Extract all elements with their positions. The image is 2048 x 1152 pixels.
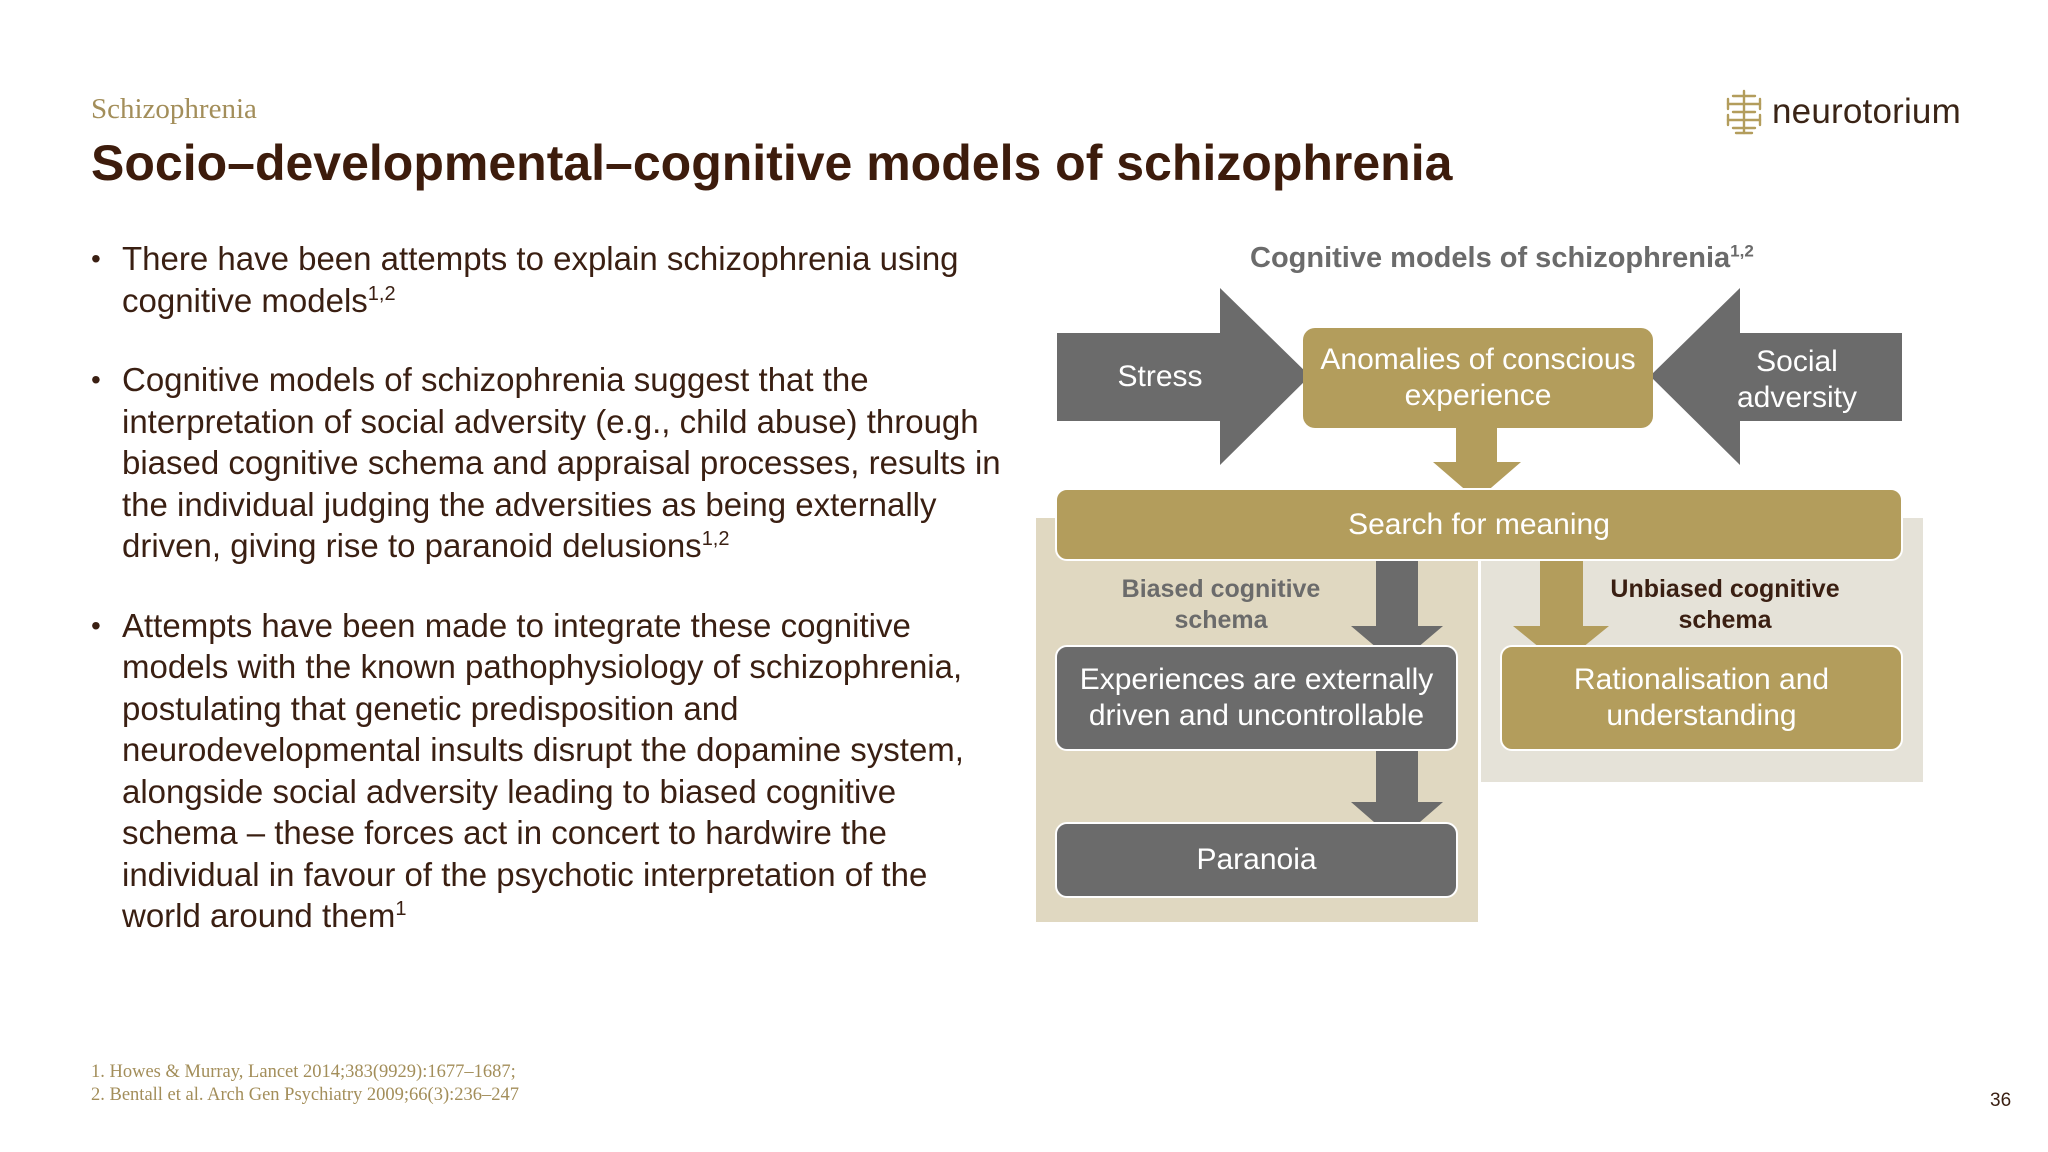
bullet-item: Attempts have been made to integrate the…	[91, 605, 1011, 937]
references: 1. Howes & Murray, Lancet 2014;383(9929)…	[91, 1061, 519, 1107]
search-for-meaning-label: Search for meaning	[1348, 507, 1610, 541]
bullet-text: Attempts have been made to integrate the…	[122, 606, 964, 935]
rationalisation-label: Rationalisation and understanding	[1573, 663, 1830, 732]
logo-wordmark: neurotorium	[1772, 92, 1961, 131]
bullet-citation: 1,2	[367, 282, 396, 305]
paranoia-down-arrow	[1351, 751, 1443, 842]
unbiased-schema-label: Unbiased cognitive schema	[1610, 575, 1840, 634]
diagram-title: Cognitive models of schizophrenia1,2	[1250, 242, 1754, 275]
unbiased-down-arrow	[1513, 561, 1609, 665]
anomalies-box: Anomalies of conscious experience	[1303, 328, 1653, 428]
reference-item: 1. Howes & Murray, Lancet 2014;383(9929)…	[91, 1062, 516, 1082]
page-title: Socio–developmental–cognitive models of …	[91, 135, 1453, 191]
search-for-meaning-box: Search for meaning	[1055, 488, 1903, 561]
page-number: 36	[1990, 1090, 2012, 1111]
bullet-text: Cognitive models of schizophrenia sugges…	[122, 361, 1001, 564]
anomalies-down-arrow	[1433, 428, 1521, 500]
bullet-item: There have been attempts to explain schi…	[91, 238, 1011, 321]
section-label: Schizophrenia	[91, 93, 257, 125]
stress-arrow	[1057, 288, 1310, 465]
externally-driven-box: Experiences are externally driven and un…	[1055, 645, 1458, 751]
diagram-title-citation: 1,2	[1730, 241, 1754, 261]
biased-down-arrow	[1351, 561, 1443, 665]
social-adversity-arrow	[1650, 288, 1902, 465]
bullet-citation: 1,2	[701, 528, 730, 550]
diagram-title-text: Cognitive models of schizophrenia	[1250, 242, 1731, 274]
paranoia-label: Paranoia	[1196, 843, 1317, 876]
social-adversity-label: Social adversity	[1736, 345, 1858, 414]
neurotorium-logo-icon	[1726, 89, 1762, 135]
rationalisation-box: Rationalisation and understanding	[1500, 645, 1903, 751]
externally-driven-label: Experiences are externally driven and un…	[1079, 663, 1434, 732]
biased-schema-label: Biased cognitive schema	[1121, 575, 1321, 634]
anomalies-label: Anomalies of conscious experience	[1320, 343, 1636, 412]
neurotorium-logo: neurotorium	[1722, 86, 1961, 138]
reference-item: 2. Bentall et al. Arch Gen Psychiatry 20…	[91, 1085, 519, 1105]
stress-label: Stress	[1117, 360, 1203, 393]
bullet-text: There have been attempts to explain schi…	[122, 240, 959, 319]
bullet-list: There have been attempts to explain schi…	[91, 238, 1011, 975]
bullet-item: Cognitive models of schizophrenia sugges…	[91, 359, 1011, 567]
bullet-citation: 1	[395, 898, 407, 920]
paranoia-box: Paranoia	[1055, 822, 1458, 898]
